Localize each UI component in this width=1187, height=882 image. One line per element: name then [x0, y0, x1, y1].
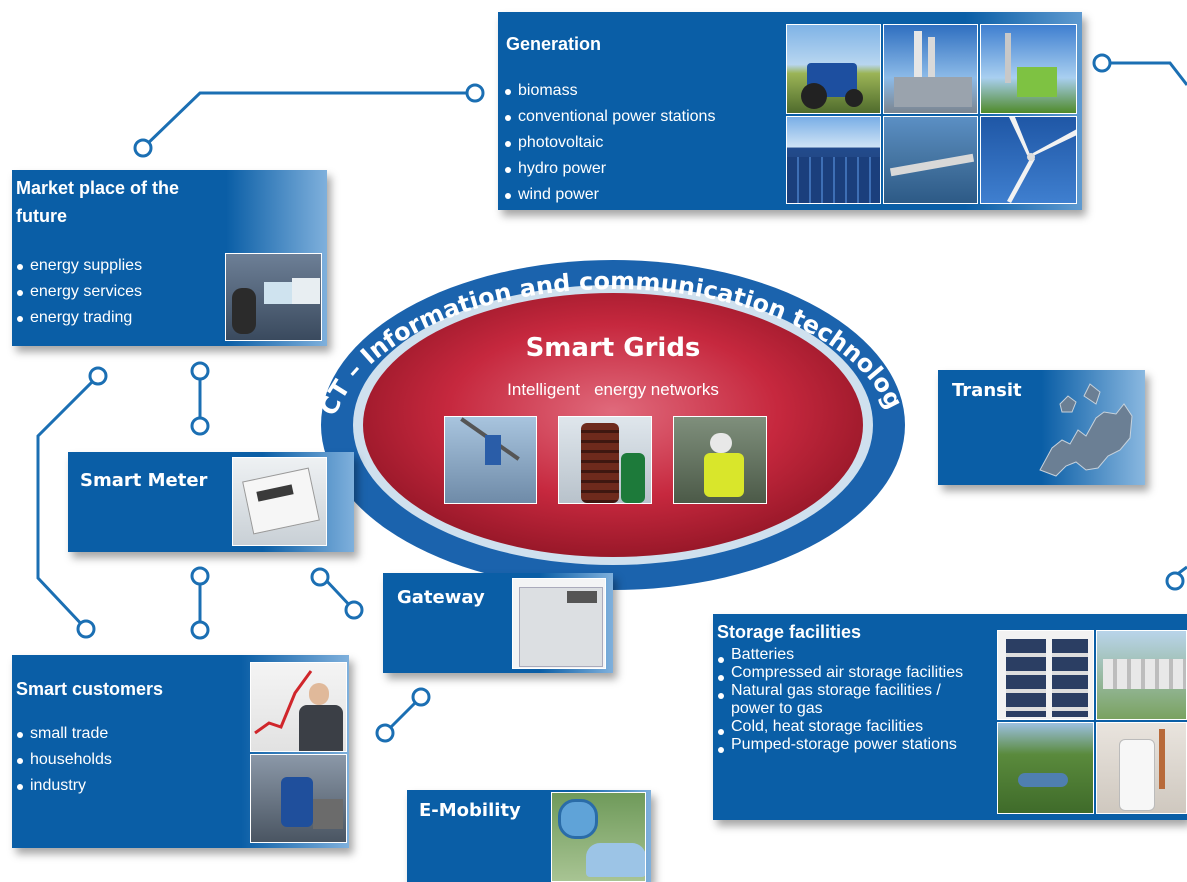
gateway-device-photo	[512, 578, 606, 669]
transit-panel: Transit	[938, 370, 1145, 485]
connector-node	[190, 566, 210, 586]
connector-node	[190, 361, 210, 381]
market-list: energy supplies energy services energy t…	[16, 253, 142, 331]
list-item: biomass	[504, 78, 715, 104]
list-item: industry	[16, 773, 112, 799]
connector-generation-market	[141, 91, 466, 150]
transit-title: Transit	[952, 380, 1022, 401]
list-item: energy supplies	[16, 253, 142, 279]
customers-list: small trade households industry	[16, 721, 112, 799]
insulator-photo	[558, 416, 652, 504]
wind-turbine-photo	[980, 116, 1077, 204]
power-station-photo	[883, 24, 978, 114]
list-item: Compressed air storage facilities	[717, 664, 985, 682]
gas-storage-photo	[1096, 630, 1187, 720]
list-item: wind power	[504, 182, 715, 208]
heat-storage-photo	[1096, 722, 1187, 814]
connector-node	[190, 620, 210, 640]
emobility-title: E-Mobility	[419, 800, 521, 821]
tractor-photo	[786, 24, 881, 114]
connector-node	[465, 83, 485, 103]
trading-desk-photo	[225, 253, 322, 341]
connector-node	[375, 723, 395, 743]
smart-meter-title: Smart Meter	[80, 470, 208, 491]
list-item: conventional power stations	[504, 104, 715, 130]
generation-list: biomass conventional power stations phot…	[504, 78, 715, 208]
connector-market-customers	[36, 374, 100, 631]
businessman-photo	[250, 662, 347, 752]
technician-photo	[673, 416, 767, 504]
list-item: Batteries	[717, 646, 985, 664]
connector-node	[76, 619, 96, 639]
connector-generation-right	[1110, 61, 1187, 86]
list-item: Natural gas storage facilities / power t…	[717, 682, 985, 718]
connector-node	[344, 600, 364, 620]
smart-customers-title: Smart customers	[16, 679, 164, 699]
list-item: Cold, heat storage facilities	[717, 718, 985, 736]
list-item: small trade	[16, 721, 112, 747]
connector-node	[190, 416, 210, 436]
smart-grids-title: Smart Grids	[525, 333, 701, 363]
hydro-dam-photo	[883, 116, 978, 204]
gateway-title: Gateway	[397, 587, 485, 608]
list-item: hydro power	[504, 156, 715, 182]
connector-node	[88, 366, 108, 386]
list-item: energy services	[16, 279, 142, 305]
market-title: Market place of the future	[16, 178, 180, 226]
connector-node	[411, 687, 431, 707]
storage-title: Storage facilities	[717, 622, 862, 642]
list-item: Pumped-storage power stations	[717, 736, 985, 754]
grid-worker-photo	[444, 416, 537, 504]
industry-worker-photo	[250, 754, 347, 843]
ev-charging-photo	[551, 792, 646, 882]
pumped-storage-photo	[997, 722, 1094, 814]
storage-list: Batteries Compressed air storage facilit…	[717, 646, 985, 754]
connector-node	[133, 138, 153, 158]
smart-grids-subtitle: Intelligent energy networks	[507, 380, 719, 399]
batteries-photo	[997, 630, 1094, 720]
list-item: energy trading	[16, 305, 142, 331]
connector-node	[1165, 571, 1185, 591]
connector-node	[310, 567, 330, 587]
smart-meter-photo	[232, 457, 327, 546]
solar-panels-photo	[786, 116, 881, 204]
generation-title: Generation	[506, 34, 602, 54]
list-item: households	[16, 747, 112, 773]
biomass-plant-photo	[980, 24, 1077, 114]
connector-node	[1092, 53, 1112, 73]
list-item: photovoltaic	[504, 130, 715, 156]
